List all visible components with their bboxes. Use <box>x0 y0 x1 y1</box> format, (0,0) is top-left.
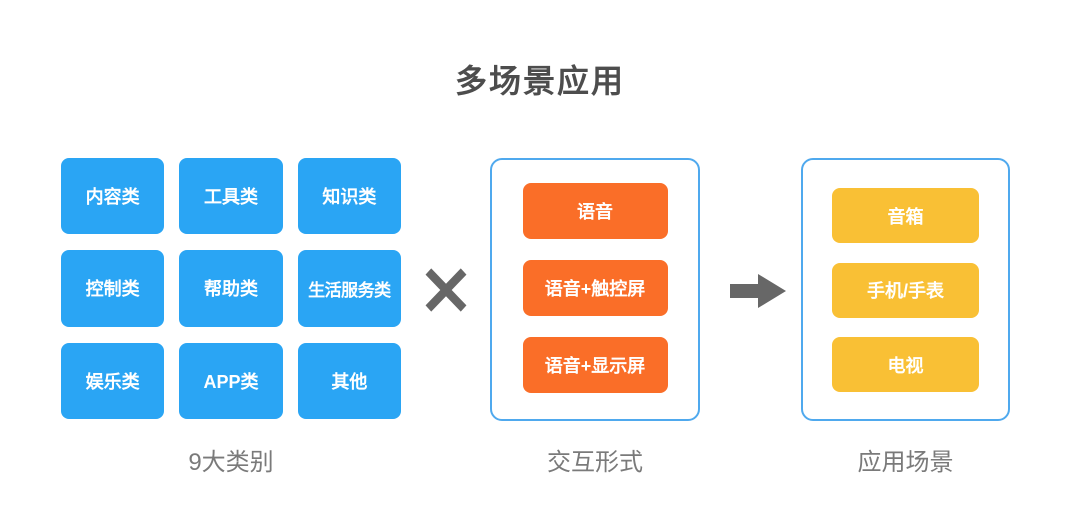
scenario-box: 音箱 <box>832 188 979 243</box>
categories-caption: 9大类别 <box>188 449 274 476</box>
scenarios-caption: 应用场景 <box>857 449 954 476</box>
category-box: 工具类 <box>179 158 283 235</box>
interactions-panel: 语音 语音+触控屏 语音+显示屏 <box>490 158 700 421</box>
multiply-icon <box>423 265 469 315</box>
category-box: APP类 <box>179 342 283 419</box>
scenarios-panel: 音箱 手机/手表 电视 <box>801 158 1010 421</box>
scenario-box: 电视 <box>832 337 979 392</box>
interaction-box: 语音+显示屏 <box>522 337 668 393</box>
category-box: 控制类 <box>61 250 165 327</box>
category-box: 知识类 <box>297 158 401 235</box>
category-box: 帮助类 <box>179 250 283 327</box>
category-box: 娱乐类 <box>61 342 165 419</box>
arrow-right-icon <box>729 271 787 311</box>
category-box: 其他 <box>297 342 401 419</box>
scenario-box: 手机/手表 <box>832 262 979 318</box>
category-box: 生活服务类 <box>297 250 401 327</box>
interaction-box: 语音+触控屏 <box>522 260 668 316</box>
category-box: 内容类 <box>61 158 165 235</box>
categories-grid: 内容类 工具类 知识类 控制类 帮助类 生活服务类 娱乐类 APP类 其他 <box>61 158 401 419</box>
interaction-box: 语音 <box>522 183 668 239</box>
interactions-caption: 交互形式 <box>547 449 643 476</box>
page-title: 多场景应用 <box>454 63 625 99</box>
